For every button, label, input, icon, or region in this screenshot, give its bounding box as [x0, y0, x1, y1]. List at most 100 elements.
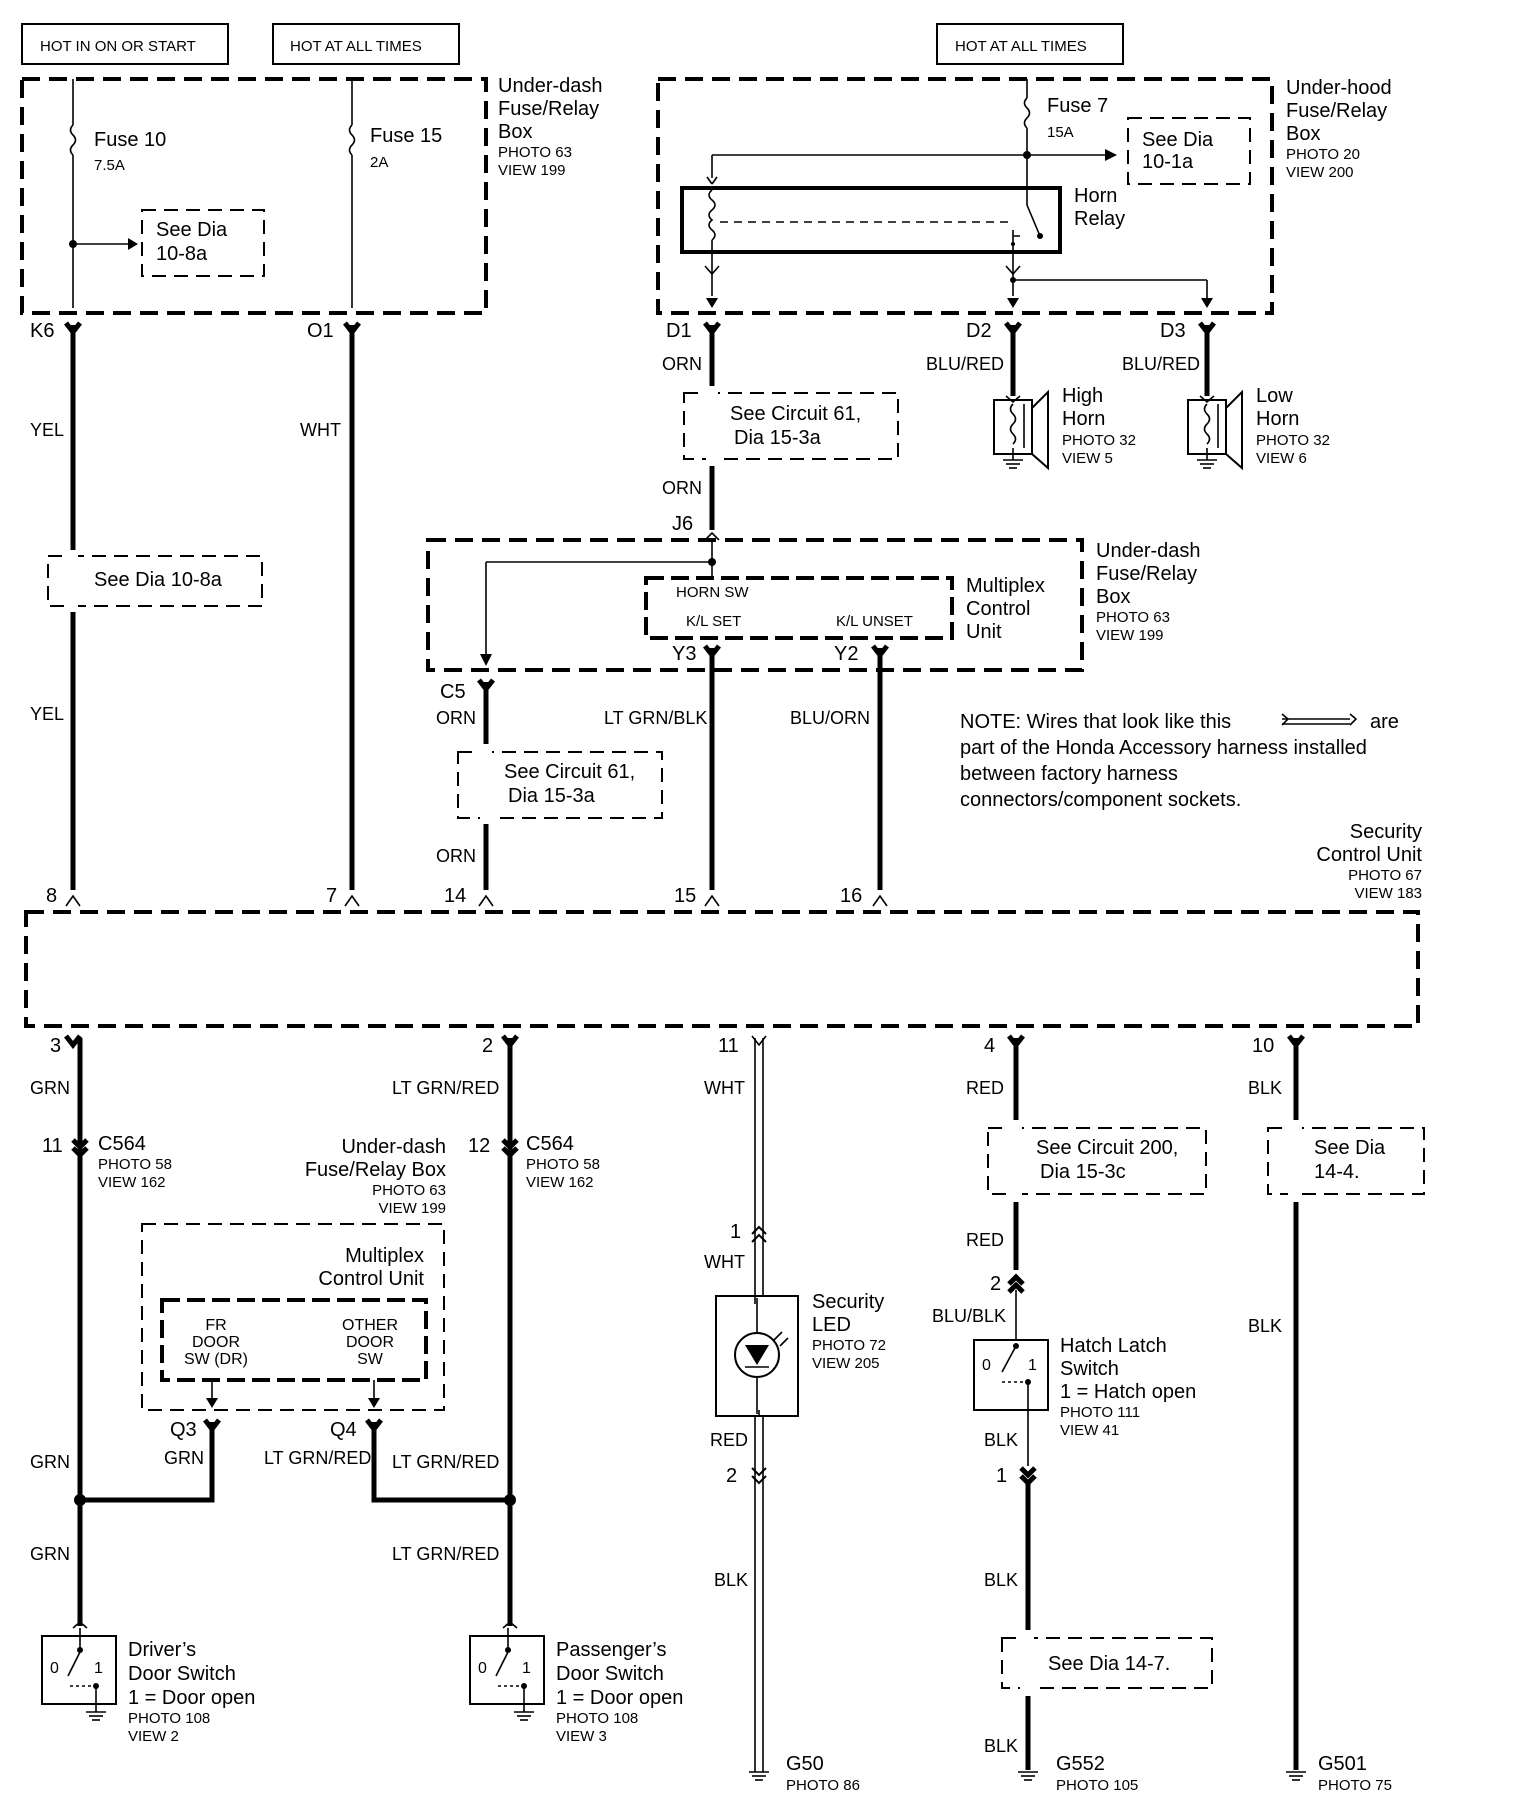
- see-circuit-200-ref[interactable]: See Circuit 200, Dia 15-3c: [987, 1120, 1207, 1202]
- pin-d1: D1: [666, 320, 692, 342]
- pin-y2: Y2: [834, 643, 858, 665]
- svg-text:DOOR: DOOR: [192, 1334, 240, 1351]
- svg-text:PHOTO 58: PHOTO 58: [526, 1156, 600, 1173]
- svg-text:ORN: ORN: [436, 708, 476, 728]
- svg-text:Security: Security: [812, 1291, 884, 1313]
- svg-text:ORN: ORN: [662, 478, 702, 498]
- scu-pin-16: 16: [840, 885, 862, 907]
- see-dia-10-8a-ref-wire[interactable]: See Dia 10-8a: [47, 550, 263, 612]
- scu-pin-11: 11: [718, 1035, 739, 1057]
- svg-text:DOOR: DOOR: [346, 1334, 394, 1351]
- low-horn: Low Horn PHOTO 32 VIEW 6: [1187, 385, 1330, 471]
- svg-text:K/L SET: K/L SET: [686, 613, 741, 630]
- pin-j6: J6: [672, 513, 693, 535]
- svg-text:Dia 15-3a: Dia 15-3a: [508, 785, 596, 807]
- svg-text:1: 1: [94, 1660, 103, 1677]
- svg-text:1: 1: [522, 1660, 531, 1677]
- underdash-fuse-relay-box-bottom: Under-dash Fuse/Relay Box PHOTO 63 VIEW …: [141, 1136, 446, 1411]
- svg-text:See Circuit 61,: See Circuit 61,: [504, 761, 635, 783]
- svg-text:ORN: ORN: [662, 354, 702, 374]
- svg-text:BLK: BLK: [984, 1736, 1018, 1756]
- svg-text:PHOTO 86: PHOTO 86: [786, 1777, 860, 1794]
- svg-text:Unit: Unit: [966, 621, 1002, 643]
- svg-text:VIEW 162: VIEW 162: [98, 1174, 166, 1191]
- fuse-7-amp: 15A: [1047, 124, 1074, 141]
- svg-text:Multiplex: Multiplex: [966, 575, 1045, 597]
- see-dia-10-8a-ref-top[interactable]: See Dia 10-8a: [141, 209, 265, 277]
- svg-text:LT GRN/BLK: LT GRN/BLK: [604, 708, 707, 728]
- svg-text:PHOTO 105: PHOTO 105: [1056, 1777, 1138, 1794]
- hot-at-all-times-label-left: HOT AT ALL TIMES: [272, 23, 460, 65]
- svg-text:HOT AT ALL TIMES: HOT AT ALL TIMES: [290, 38, 422, 55]
- scu-pin-2: 2: [482, 1035, 493, 1057]
- scu-pin-14: 14: [444, 885, 466, 907]
- svg-text:VIEW 5: VIEW 5: [1062, 450, 1113, 467]
- pin-q3: Q3: [170, 1419, 197, 1441]
- svg-text:VIEW 199: VIEW 199: [498, 162, 566, 179]
- fuse-10-label: Fuse 10: [94, 129, 166, 151]
- svg-text:Fuse/Relay: Fuse/Relay: [1286, 100, 1387, 122]
- svg-text:Under-hood: Under-hood: [1286, 77, 1392, 99]
- svg-text:VIEW 200: VIEW 200: [1286, 164, 1354, 181]
- ground-g501: G501 PHOTO 75: [1286, 1753, 1392, 1794]
- svg-text:RED: RED: [966, 1230, 1004, 1250]
- svg-text:VIEW 3: VIEW 3: [556, 1728, 607, 1745]
- svg-text:BLK: BLK: [984, 1430, 1018, 1450]
- svg-text:VIEW 205: VIEW 205: [812, 1355, 880, 1372]
- pin-y3: Y3: [672, 643, 696, 665]
- svg-text:RED: RED: [710, 1430, 748, 1450]
- security-control-unit: Security Control Unit PHOTO 67 VIEW 183: [24, 821, 1422, 1028]
- accessory-harness-note: NOTE: Wires that look like this are part…: [960, 711, 1399, 811]
- horn-relay: Horn Relay: [680, 176, 1125, 296]
- svg-text:Driver’s: Driver’s: [128, 1639, 196, 1661]
- svg-text:ORN: ORN: [436, 846, 476, 866]
- svg-text:2: 2: [990, 1273, 1001, 1295]
- svg-text:LED: LED: [812, 1314, 851, 1336]
- svg-text:GRN: GRN: [30, 1452, 70, 1472]
- svg-text:10-8a: 10-8a: [156, 243, 208, 265]
- svg-text:VIEW 162: VIEW 162: [526, 1174, 594, 1191]
- svg-text:Fuse/Relay: Fuse/Relay: [498, 98, 599, 120]
- see-circuit-61-ref-mid[interactable]: See Circuit 61, Dia 15-3a: [457, 744, 663, 824]
- svg-text:Passenger’s: Passenger’s: [556, 1639, 666, 1661]
- svg-text:Switch: Switch: [1060, 1358, 1119, 1380]
- see-dia-14-4-ref[interactable]: See Dia 14-4.: [1267, 1120, 1425, 1202]
- see-circuit-61-ref-top[interactable]: See Circuit 61, Dia 15-3a: [683, 386, 899, 466]
- underdash-fuse-relay-box-top: Under-dash Fuse/Relay Box PHOTO 63 VIEW …: [20, 75, 603, 315]
- svg-text:LT GRN/RED: LT GRN/RED: [264, 1448, 371, 1468]
- wire-grn-q3: [80, 1422, 215, 1503]
- see-dia-10-1a-ref[interactable]: See Dia 10-1a: [1127, 117, 1251, 185]
- hot-in-on-or-start-label: HOT IN ON OR START: [21, 23, 229, 65]
- connector-c564-b: [501, 1138, 519, 1159]
- scu-pin-15: 15: [674, 885, 696, 907]
- svg-text:Dia 15-3c: Dia 15-3c: [1040, 1161, 1126, 1183]
- wire-lt-grn-red-q4: [371, 1422, 510, 1503]
- hatch-latch-switch: 0 1 Hatch Latch Switch 1 = Hatch open PH…: [973, 1335, 1196, 1439]
- svg-text:11: 11: [42, 1135, 63, 1157]
- see-dia-14-7-ref[interactable]: See Dia 14-7.: [1001, 1630, 1213, 1696]
- svg-text:VIEW 199: VIEW 199: [378, 1200, 446, 1217]
- pin-k6: K6: [30, 320, 54, 342]
- svg-text:0: 0: [50, 1660, 59, 1677]
- svg-text:See Dia: See Dia: [1314, 1137, 1386, 1159]
- accessory-harness-wire: [754, 1038, 764, 1772]
- svg-text:1: 1: [730, 1221, 741, 1243]
- svg-text:OTHER: OTHER: [342, 1317, 398, 1334]
- svg-text:NOTE: Wires that look like thi: NOTE: Wires that look like this: [960, 711, 1231, 733]
- svg-text:PHOTO 32: PHOTO 32: [1256, 432, 1330, 449]
- svg-text:Multiplex: Multiplex: [345, 1245, 424, 1267]
- svg-text:High: High: [1062, 385, 1103, 407]
- svg-text:2: 2: [726, 1465, 737, 1487]
- svg-text:PHOTO 108: PHOTO 108: [128, 1710, 210, 1727]
- scu-pin-8: 8: [46, 885, 57, 907]
- scu-pin-4: 4: [984, 1035, 995, 1057]
- ground-g552: G552 PHOTO 105: [1018, 1753, 1138, 1794]
- hot-at-all-times-label-right: HOT AT ALL TIMES: [936, 23, 1124, 65]
- svg-text:0: 0: [982, 1357, 991, 1374]
- svg-text:PHOTO 63: PHOTO 63: [1096, 609, 1170, 626]
- fuse-7-label: Fuse 7: [1047, 95, 1108, 117]
- svg-text:VIEW 183: VIEW 183: [1354, 885, 1422, 902]
- svg-text:Hatch Latch: Hatch Latch: [1060, 1335, 1167, 1357]
- pin-c5: C5: [440, 681, 466, 703]
